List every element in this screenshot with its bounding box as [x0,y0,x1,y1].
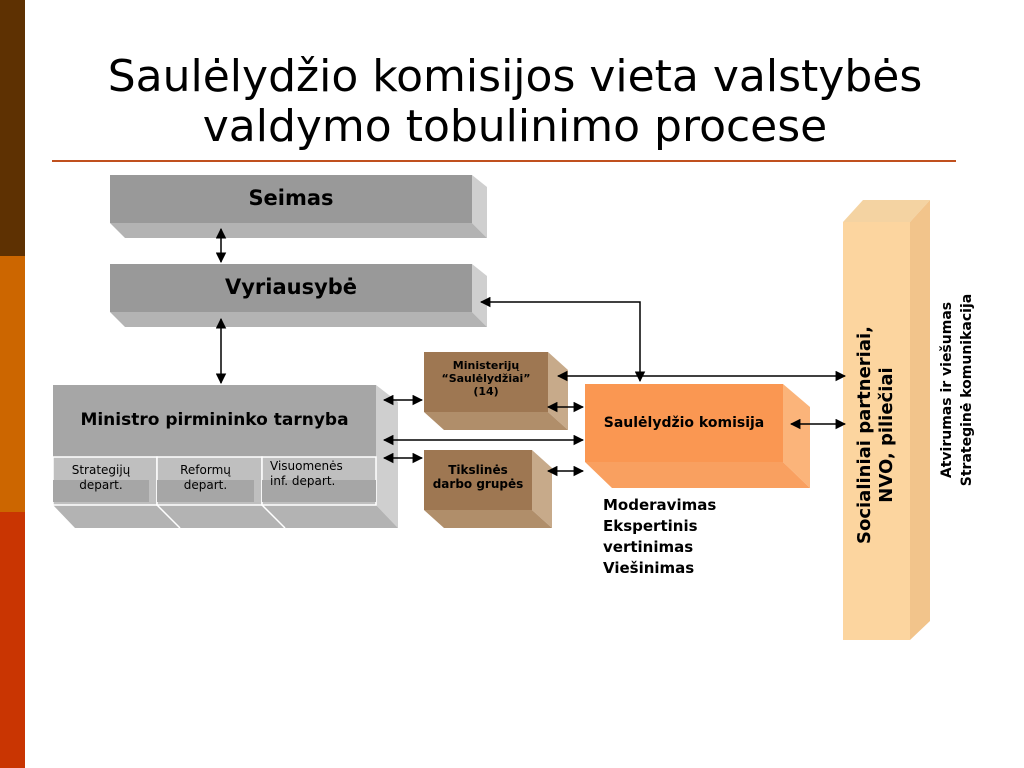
accent-bar-bottom [0,512,25,768]
role-ekspertinis: Ekspertinis [603,517,698,535]
role-vertinimas: vertinimas [603,538,694,556]
department-strategiju-line-2: depart. [79,478,123,492]
partners-line-1: Socialiniai partneriai, [854,326,875,544]
openness-label: Atvirumas ir viešumas Strateginė komunik… [937,265,977,515]
role-moderavimas: Moderavimas [603,496,717,514]
komisija-label: Saulėlydžio komisija [603,415,765,431]
tikslines-box [424,450,552,528]
openness-line-1: Atvirumas ir viešumas [939,301,955,479]
slide-title: Saulėlydžio komisijos vieta valstybės va… [40,52,990,152]
department-visuomenes: Visuomenės inf. depart. [262,459,376,489]
accent-bar-middle [0,256,25,512]
department-strategiju: Strategijų depart. [53,463,149,493]
slide-title-line-2: valdymo tobulinimo procese [202,101,828,152]
department-visuomenes-line-2: inf. depart. [270,474,336,488]
vyriausybe-box [110,264,487,327]
tikslines-line-2: darbo grupės [432,477,524,491]
ministerijos-line-2: “Saulėlydžiai” [441,372,531,385]
department-boxes [52,456,377,506]
ministerijos-label: Ministerijų “Saulėlydžiai” (14) [424,359,548,398]
tikslines-line-1: Tikslinės [448,463,508,477]
vyriausybe-label: Vyriausybė [224,275,358,299]
accent-bar-top [0,0,25,256]
seimas-label: Seimas [248,186,334,210]
openness-line-2: Strateginė komunikacija [959,293,975,487]
ministerijos-line-1: Ministerijų [452,359,520,372]
department-reformu-line-1: Reformų [180,463,231,477]
partners-label: Socialiniai partneriai, NVO, piliečiai [854,215,898,655]
partners-line-2: NVO, piliečiai [876,367,897,503]
roles-list: Moderavimas Ekspertinis vertinimas Vieši… [603,495,783,579]
ministerijos-line-3: (14) [473,385,499,398]
partners-box [843,200,930,640]
tikslines-label: Tikslinės darbo grupės [424,463,532,491]
role-viesinimas: Viešinimas [603,559,695,577]
seimas-box [110,175,487,238]
department-visuomenes-line-1: Visuomenės [270,459,343,473]
ministro-tarnyba-label: Ministro pirmininko tarnyba [80,410,349,430]
komisija-box [585,384,810,488]
department-reformu-line-2: depart. [183,478,228,492]
department-strategiju-line-1: Strategijų [71,463,131,477]
title-divider [52,160,956,162]
slide-title-line-1: Saulėlydžio komisijos vieta valstybės [107,51,923,102]
department-reformu: Reformų depart. [157,463,254,493]
connector-arrows [215,227,847,477]
